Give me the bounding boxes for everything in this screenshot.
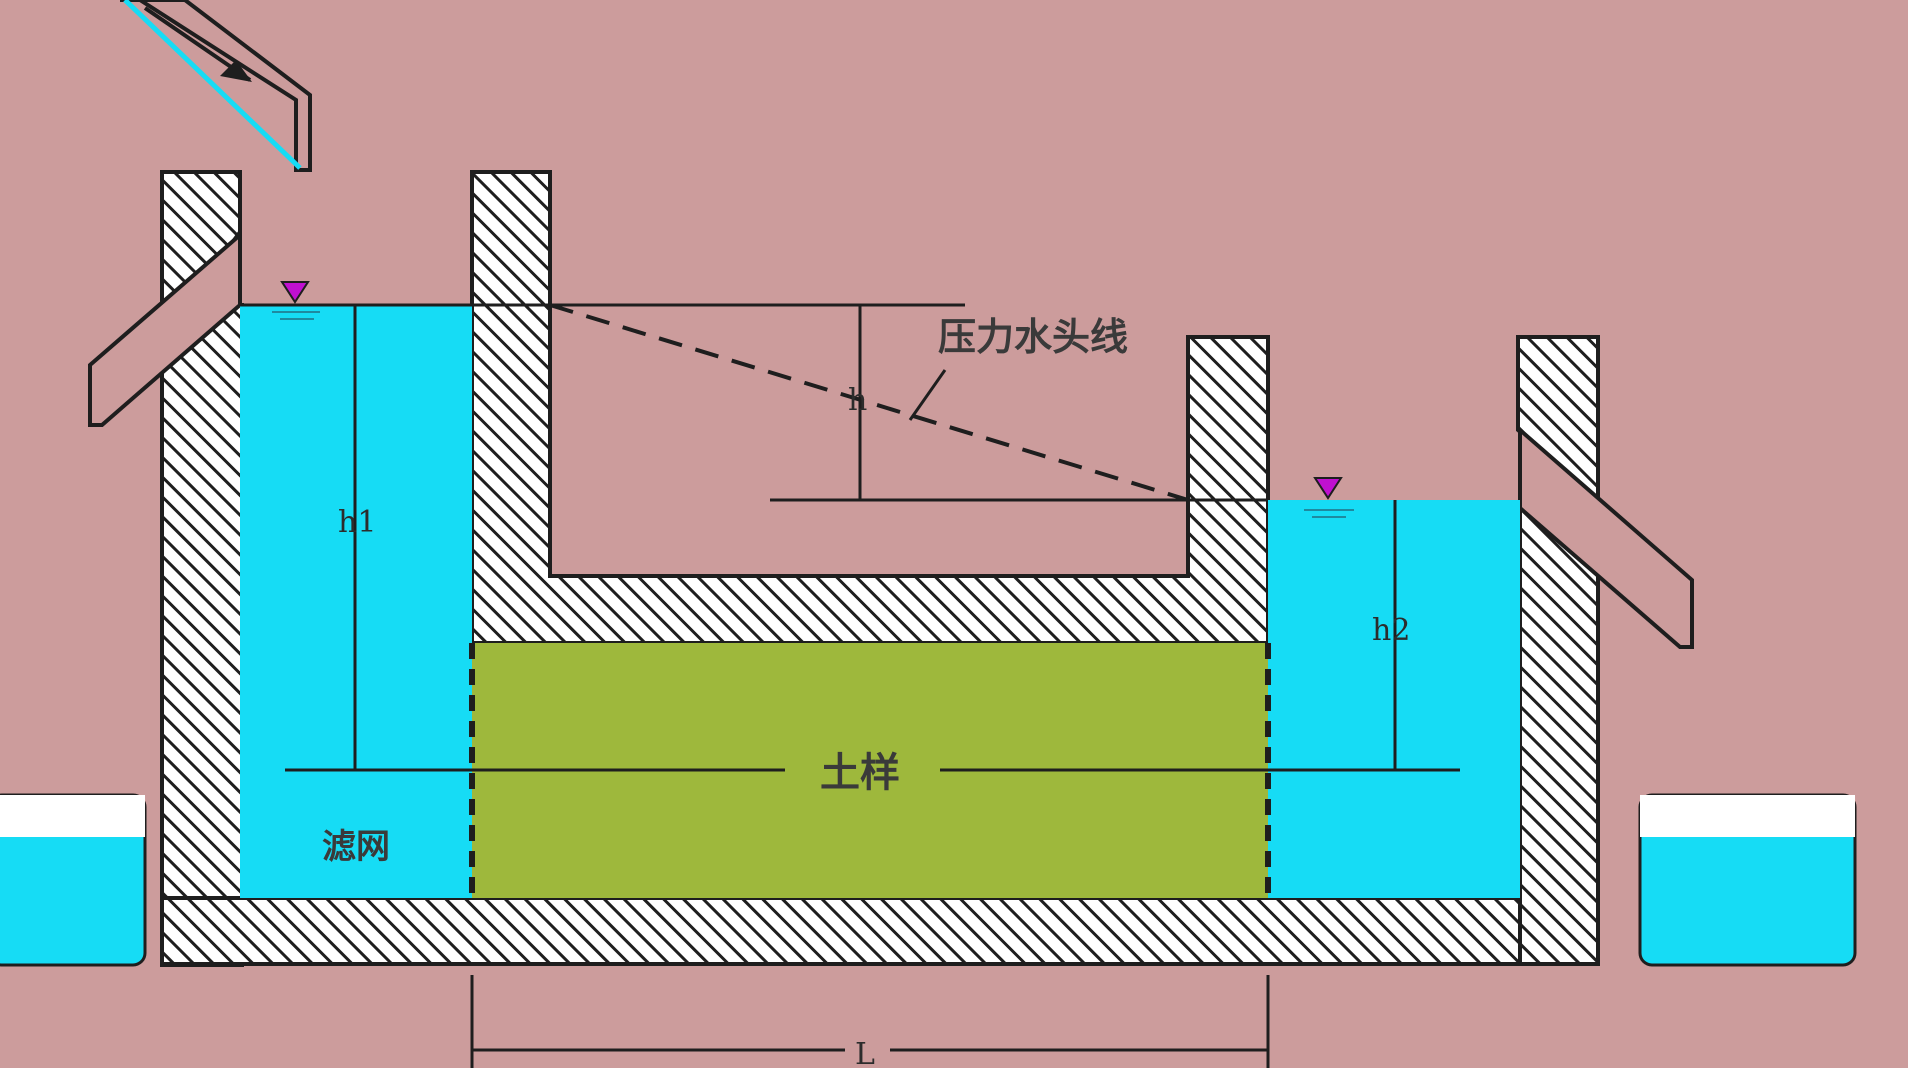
h1-label: h1 [338, 505, 376, 540]
h-label: h [848, 383, 867, 418]
right-water-surface-marker [1304, 477, 1354, 518]
left-overflow-pipe [88, 230, 242, 427]
soil-sample-label: 土样 [820, 750, 900, 796]
right-overflow-pipe [1518, 425, 1694, 649]
right-catch-basin [1638, 793, 1857, 967]
h2-label: h2 [1372, 613, 1410, 648]
pressure-head-line-label: 压力水头线 [938, 315, 1128, 359]
apparatus-walls [160, 170, 1602, 967]
left-water-surface-marker [272, 281, 320, 320]
left-catch-basin [0, 793, 147, 967]
filter-screen-label: 滤网 [322, 827, 390, 867]
pressure-head-line [549, 303, 1189, 502]
inlet-pipe [120, 0, 312, 172]
length-label: L [855, 1037, 875, 1068]
